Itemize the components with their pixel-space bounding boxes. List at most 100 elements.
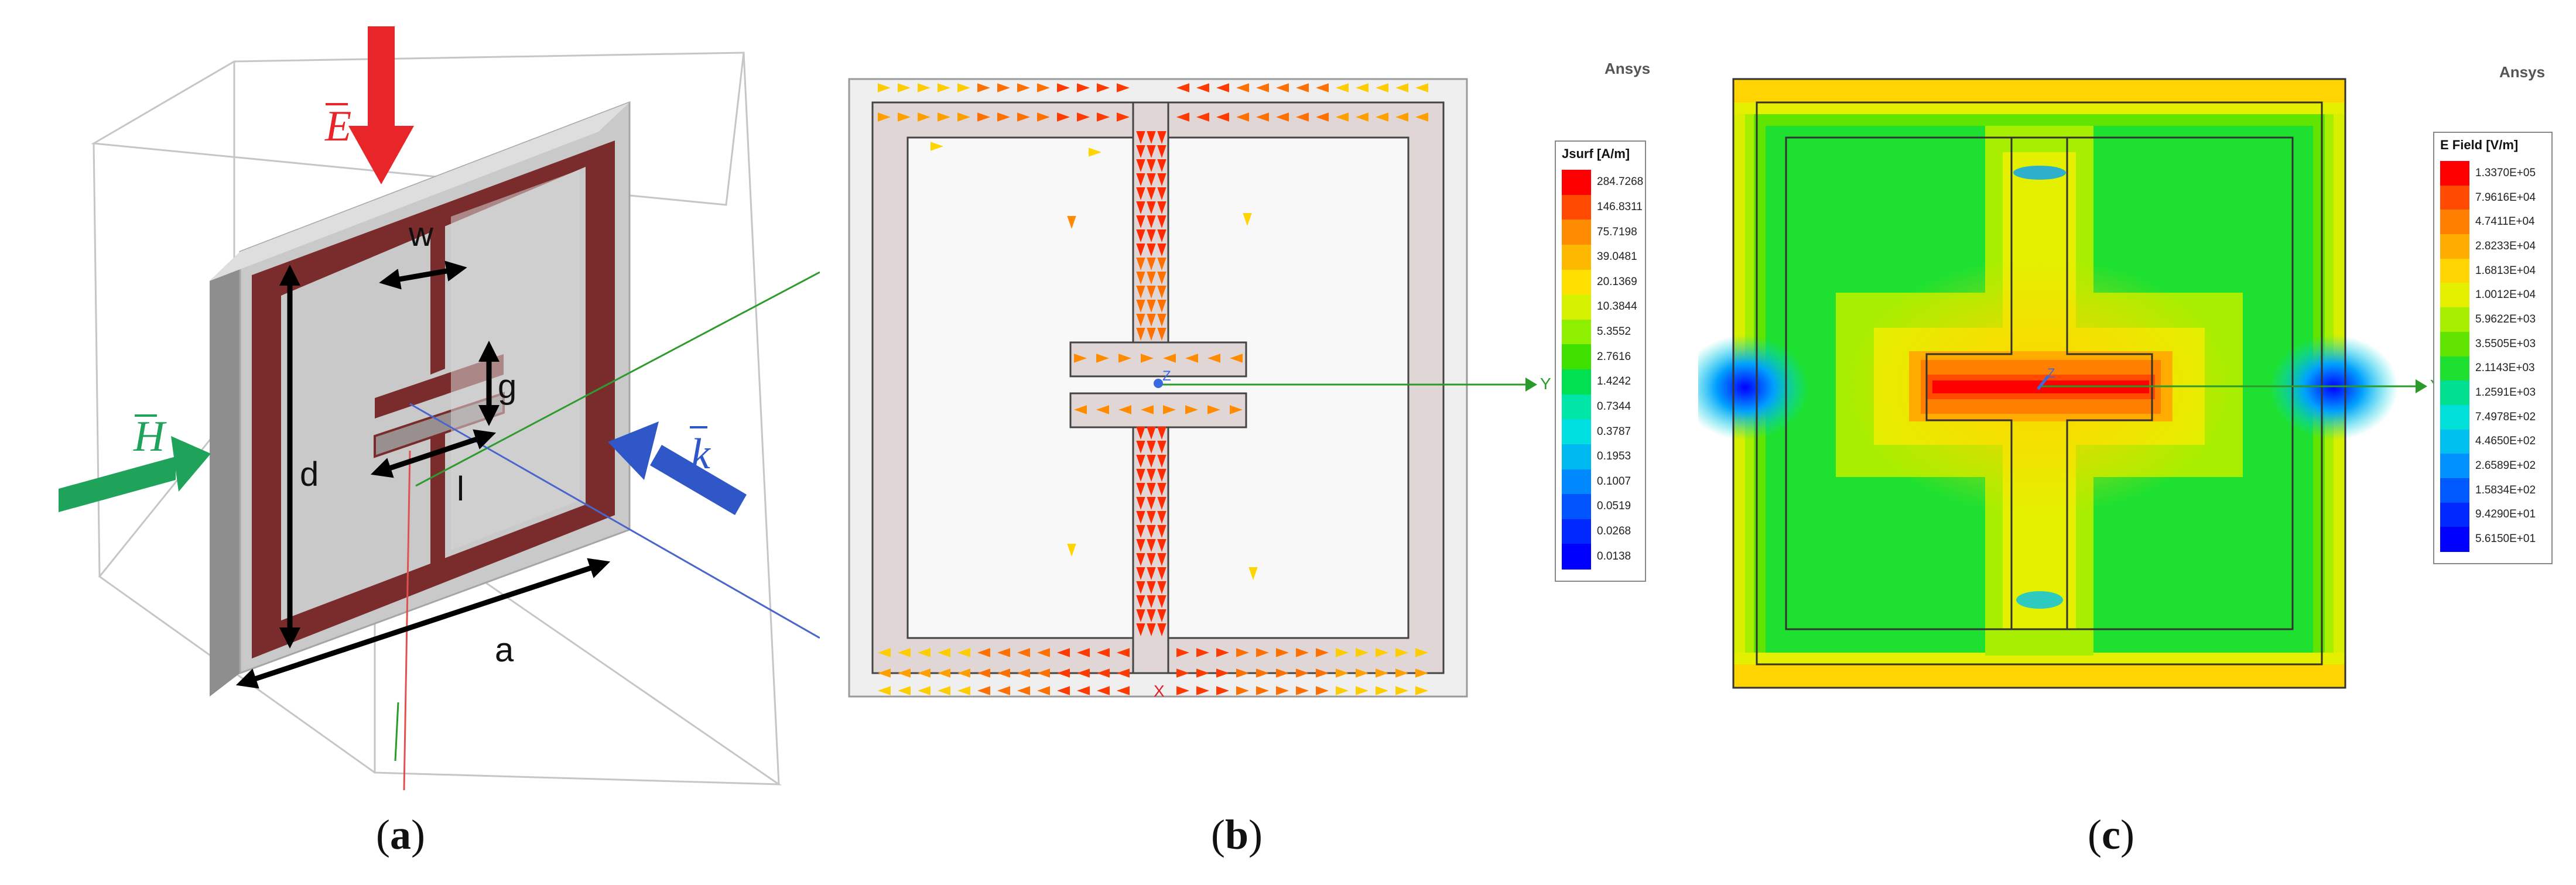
w-label: w [408,215,434,253]
z-axis-label: Z [2047,366,2055,380]
legend-entry: 1.5834E+02 [2434,478,2551,503]
legend-title: E Field [V/m] [2440,138,2519,152]
current-arrow [1336,83,1349,92]
current-arrow [957,83,970,92]
legend-entry: 0.0268 [1556,519,1645,545]
current-arrow [1176,648,1189,657]
e-field-arrow [348,26,414,184]
current-arrow [977,686,990,695]
current-arrow [1147,483,1156,496]
current-arrow [1136,173,1145,186]
current-arrow [1415,686,1428,695]
current-arrow [957,648,970,657]
current-arrow [1196,648,1209,657]
current-arrow [1236,112,1249,122]
current-arrow [1136,525,1145,538]
legend-entry: 1.0012E+04 [2434,283,2551,308]
current-arrow [1157,229,1166,242]
current-arrow [898,686,911,695]
current-arrow [878,668,891,678]
legend-value: 0.3787 [1597,425,1631,438]
caption-a: (a) [376,811,425,858]
current-arrow [1057,112,1070,122]
h-label: H [133,413,167,461]
current-arrow [1415,668,1428,678]
current-arrow [1136,483,1145,496]
current-arrow [1136,300,1145,313]
dimension-a-arrow [235,558,611,689]
current-arrow [1147,159,1156,172]
current-arrow [1117,668,1130,678]
legend-value: 39.0481 [1597,251,1637,263]
current-arrow [1077,112,1090,122]
legend-swatch [1562,219,1591,245]
current-arrow [918,668,930,678]
legend-value: 4.4650E+02 [2475,435,2536,448]
legend-swatch [2440,258,2469,284]
current-arrow [1207,405,1220,414]
legend-entry: 5.6150E+01 [2434,527,2551,552]
current-arrow [1376,83,1388,92]
current-arrow [1216,83,1229,92]
legend-entry: 1.4242 [1556,369,1645,395]
legend-swatch [2440,478,2469,503]
legend-entry: 7.4978E+02 [2434,404,2551,430]
current-arrow [1336,112,1349,122]
current-arrow [1037,668,1050,678]
legend-value: 1.3370E+05 [2475,166,2536,179]
current-arrow [1067,544,1076,557]
legend-entry: 3.5505E+03 [2434,331,2551,357]
current-arrow [1207,354,1220,363]
legend-swatch [1562,269,1591,296]
unit-cell-3d-drawing: E H k w g d l a [59,26,820,791]
current-arrow [977,668,990,678]
legend-entry: 284.7268 [1556,170,1645,195]
current-arrow [1136,581,1145,594]
current-arrow [1096,405,1109,414]
legend-value: 0.7344 [1597,400,1631,413]
legend-value: 9.4290E+01 [2475,508,2536,521]
current-arrow [1276,83,1289,92]
current-arrow [1136,145,1145,158]
current-arrow [878,112,891,122]
legend-swatch [1562,344,1591,370]
legend-value: 20.1369 [1597,275,1637,288]
legend-title: Jsurf [A/m] [1562,146,1630,161]
e-field-contour-plot: Y Z [1698,78,2441,689]
current-arrow [1136,497,1145,510]
a-label: a [495,631,514,669]
legend-swatch [1562,544,1591,570]
current-arrow [1136,539,1145,552]
current-arrow [997,668,1010,678]
legend-swatch [1562,419,1591,445]
current-arrow [1136,609,1145,622]
current-arrow [977,112,990,122]
current-arrow [1147,229,1156,242]
current-arrow [898,668,911,678]
current-arrow [1276,686,1289,695]
current-arrow [1157,539,1166,552]
legend-entry: 39.0481 [1556,244,1645,270]
current-arrow [1118,405,1131,414]
current-arrow [1147,286,1156,299]
legend-value: 1.2591E+03 [2475,386,2536,399]
current-arrow [1017,83,1030,92]
current-arrow [1136,286,1145,299]
legend-entry: 75.7198 [1556,219,1645,245]
current-arrow [1243,213,1252,226]
legend-value: 5.6150E+01 [2475,533,2536,546]
legend-swatch [1562,294,1591,320]
current-arrow [1136,328,1145,341]
current-arrow [1157,314,1166,327]
ansys-watermark: Ansys [1605,60,1651,77]
current-arrow [1296,648,1309,657]
current-arrow [1157,159,1166,172]
current-arrow [1136,441,1145,454]
current-arrow [1157,455,1166,468]
legend-entry: 1.6813E+04 [2434,258,2551,284]
current-arrow [1157,243,1166,256]
current-arrow [878,83,891,92]
current-arrow [1157,201,1166,214]
current-arrow [1136,215,1145,228]
current-arrow [1216,668,1229,678]
